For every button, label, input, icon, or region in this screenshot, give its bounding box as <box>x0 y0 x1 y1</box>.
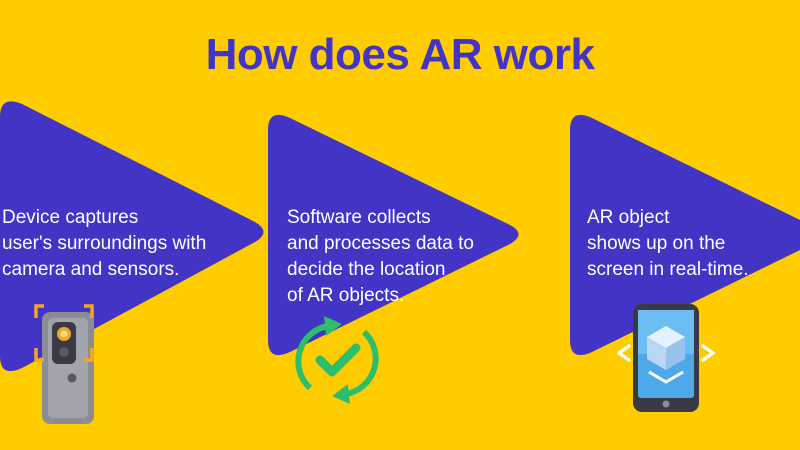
step-2-line-3: decide the location <box>287 259 446 280</box>
check-sync-icon <box>295 316 379 404</box>
step-1-line-1: Device captures <box>2 207 139 228</box>
step-1-triangle <box>0 101 264 372</box>
page-title: How does AR work <box>205 30 595 79</box>
step-1-line-3: camera and sensors. <box>2 259 180 280</box>
ar-phone-icon <box>617 304 715 412</box>
step-3-line-2: shows up on the <box>587 233 726 254</box>
step-3-triangle <box>570 114 800 356</box>
step-2-line-1: Software collects <box>287 207 431 228</box>
step-2-line-2: and processes data to <box>287 233 474 254</box>
step-3-line-3: screen in real-time. <box>587 259 749 280</box>
phone-camera-icon <box>34 304 94 424</box>
step-1-description: Device captures user's surroundings with… <box>2 205 206 283</box>
step-2-description: Software collects and processes data to … <box>287 205 474 309</box>
step-1-line-2: user's surroundings with <box>2 233 207 254</box>
step-2-line-4: of AR objects. <box>287 285 405 306</box>
step-3-description: AR object shows up on the screen in real… <box>587 205 749 283</box>
step-2-triangle <box>268 114 519 356</box>
step-3-line-1: AR object <box>587 207 670 228</box>
